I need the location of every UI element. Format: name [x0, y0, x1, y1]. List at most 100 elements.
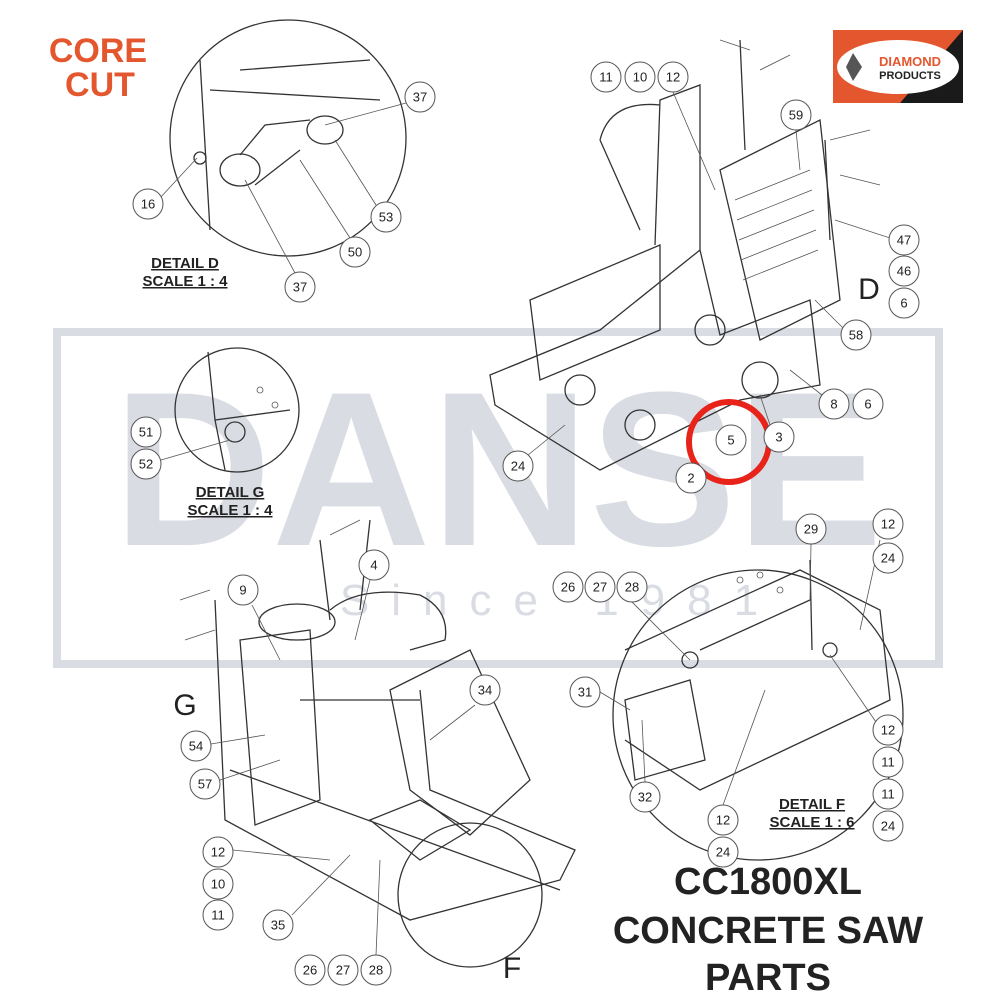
- detail-d-scale: SCALE 1 : 4: [142, 273, 228, 290]
- callout-balloon: [888, 255, 920, 287]
- watermark-word: DANSE: [113, 346, 883, 592]
- callout-number: 46: [897, 264, 911, 279]
- callout-number: 57: [198, 777, 212, 792]
- callout-balloon: [584, 571, 616, 603]
- callout-part-52: 52: [130, 448, 162, 480]
- callout-part-28: 28: [360, 954, 392, 986]
- callout-number: 47: [897, 233, 911, 248]
- callout-part-11: 11: [872, 746, 904, 778]
- callout-part-8: 8: [818, 388, 850, 420]
- callout-number: 6: [900, 296, 907, 311]
- callout-balloon: [370, 201, 402, 233]
- callout-part-59: 59: [780, 99, 812, 131]
- callout-balloon: [872, 508, 904, 540]
- title-parts: PARTS: [705, 957, 831, 999]
- detail-d-letter: D: [858, 273, 880, 306]
- callout-balloon: [818, 388, 850, 420]
- detail-d-title: DETAIL D: [151, 255, 219, 272]
- callout-balloon: [202, 899, 234, 931]
- callout-part-27: 27: [584, 571, 616, 603]
- callout-part-31: 31: [569, 676, 601, 708]
- callout-number: 29: [804, 522, 818, 537]
- callout-part-24: 24: [872, 542, 904, 574]
- callout-number: 12: [211, 845, 225, 860]
- diamond-products-logo: DIAMOND PRODUCTS: [833, 30, 963, 103]
- callout-balloon: [502, 450, 534, 482]
- callout-part-12: 12: [657, 61, 689, 93]
- callout-number: 11: [881, 755, 895, 770]
- callout-number: 6: [864, 397, 871, 412]
- detail-g-title: DETAIL G: [196, 484, 265, 501]
- callout-part-27: 27: [327, 954, 359, 986]
- callout-part-28: 28: [616, 571, 648, 603]
- callout-balloon: [130, 416, 162, 448]
- callout-balloon: [569, 676, 601, 708]
- callout-balloon: [780, 99, 812, 131]
- detail-d-art: [193, 59, 381, 231]
- callout-number: 37: [293, 280, 307, 295]
- title-product: CONCRETE SAW: [613, 910, 923, 952]
- callout-part-53: 53: [370, 201, 402, 233]
- callout-part-37: 37: [284, 271, 316, 303]
- callout-number: 10: [211, 877, 225, 892]
- callout-part-10: 10: [202, 868, 234, 900]
- callout-number: 24: [881, 819, 895, 834]
- callout-part-5: 5: [715, 424, 747, 456]
- callout-part-9: 9: [227, 574, 259, 606]
- callout-part-24: 24: [502, 450, 534, 482]
- callout-number: 11: [599, 70, 613, 85]
- detail-f-title: DETAIL F: [779, 796, 845, 813]
- callout-balloon: [888, 224, 920, 256]
- callout-number: 26: [561, 580, 575, 595]
- saw-bottom-view: [179, 519, 576, 921]
- detail-g-letter: G: [173, 689, 196, 722]
- callout-part-47: 47: [888, 224, 920, 256]
- callout-balloon: [616, 571, 648, 603]
- callout-number: 5: [727, 433, 734, 448]
- callout-number: 50: [348, 245, 362, 260]
- callout-number: 12: [881, 517, 895, 532]
- callout-part-58: 58: [840, 319, 872, 351]
- callout-balloon: [852, 388, 884, 420]
- callout-part-11: 11: [590, 61, 622, 93]
- callout-number: 16: [141, 197, 155, 212]
- callout-number: 12: [716, 813, 730, 828]
- watermark: DANSE Since 1981: [53, 328, 943, 668]
- callout-balloon: [872, 542, 904, 574]
- callout-balloon: [707, 836, 739, 868]
- callout-part-12: 12: [872, 714, 904, 746]
- callout-part-51: 51: [130, 416, 162, 448]
- svg-text:CUT: CUT: [65, 66, 135, 104]
- callout-part-26: 26: [552, 571, 584, 603]
- callout-part-24: 24: [707, 836, 739, 868]
- callout-balloon: [132, 188, 164, 220]
- callout-part-16: 16: [132, 188, 164, 220]
- core-cut-logo: CORE CUT: [49, 32, 147, 104]
- callout-balloon: [130, 448, 162, 480]
- callout-balloon: [202, 836, 234, 868]
- callout-part-11: 11: [872, 778, 904, 810]
- callout-balloon: [715, 424, 747, 456]
- callout-number: 12: [666, 70, 680, 85]
- callout-number: 34: [478, 683, 492, 698]
- callout-number: 32: [638, 790, 652, 805]
- callout-number: 11: [211, 908, 225, 923]
- callout-number: 9: [239, 583, 246, 598]
- watermark-since: Since 1981: [340, 576, 780, 625]
- callout-part-32: 32: [629, 781, 661, 813]
- callout-balloon: [590, 61, 622, 93]
- callout-balloon: [872, 746, 904, 778]
- saw-top-view: [489, 39, 881, 471]
- callout-balloon: [707, 804, 739, 836]
- callout-balloon: [657, 61, 689, 93]
- callout-number: 28: [369, 963, 383, 978]
- callout-balloon: [202, 868, 234, 900]
- callout-part-3: 3: [763, 421, 795, 453]
- callout-balloon: [189, 768, 221, 800]
- callout-balloon: [624, 61, 656, 93]
- detail-g-scale: SCALE 1 : 4: [187, 502, 273, 519]
- detail-g-circle: [174, 347, 300, 473]
- callout-part-46: 46: [888, 255, 920, 287]
